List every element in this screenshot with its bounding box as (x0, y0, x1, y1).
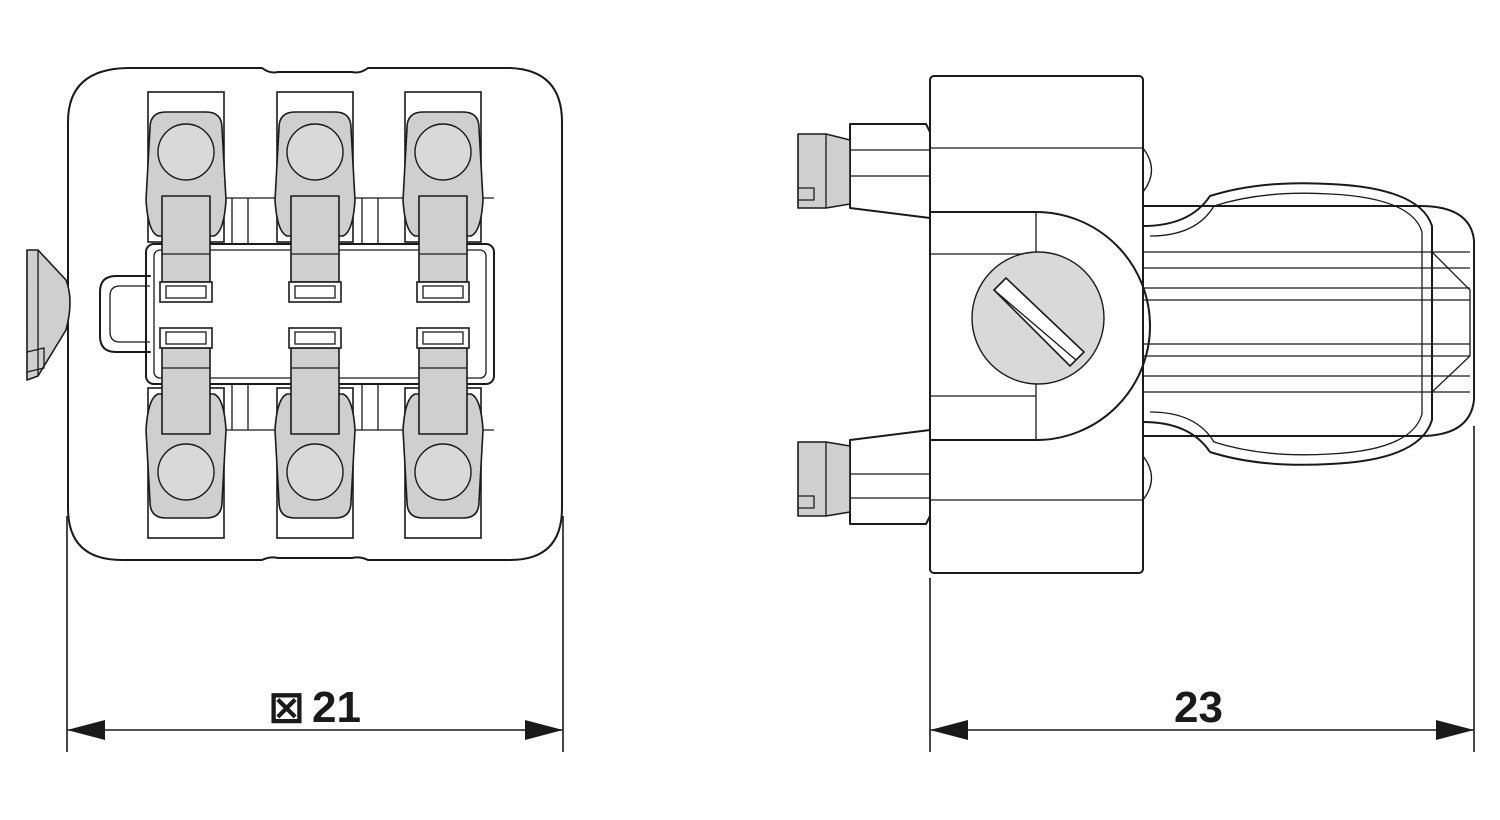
length-value: 23 (1174, 683, 1223, 732)
arrow-left-icon (930, 720, 968, 740)
arrow-right-icon (525, 720, 563, 740)
side-view (797, 75, 1475, 574)
square-symbol-icon: ⊠ (268, 683, 305, 732)
cable-strain-relief (1142, 182, 1475, 466)
pin-contact-lower (797, 429, 931, 525)
dimension-length: 23 (929, 426, 1475, 752)
terminal-bottom-2 (274, 327, 356, 539)
terminal-top-3 (402, 91, 484, 303)
terminal-bottom-1 (145, 327, 227, 539)
side-housing (929, 75, 1153, 574)
coding-notch (99, 275, 151, 353)
terminal-top-2 (274, 91, 356, 303)
terminal-top-1 (145, 91, 227, 303)
front-view (26, 67, 563, 561)
side-latch (26, 249, 71, 381)
dimension-width: ⊠ 21 (66, 516, 564, 752)
arrow-left-icon (67, 720, 105, 740)
front-housing-outline (67, 67, 563, 561)
arrow-right-icon (1436, 720, 1474, 740)
width-value: 21 (312, 683, 361, 732)
screw-icon (971, 251, 1105, 385)
terminal-bottom-3 (402, 327, 484, 539)
pin-contact-upper (797, 123, 931, 219)
